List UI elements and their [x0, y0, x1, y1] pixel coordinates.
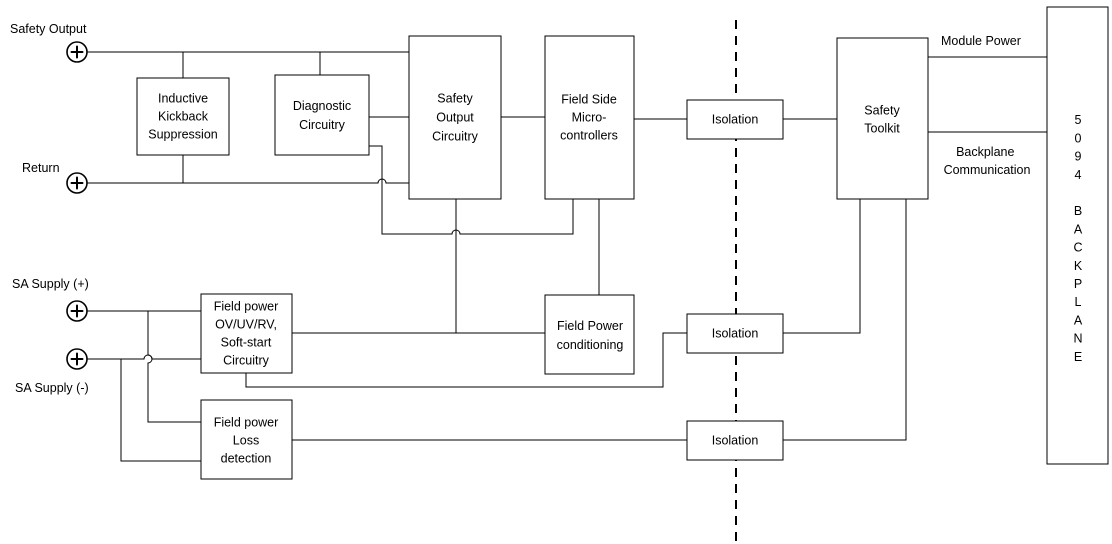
safety-output-circuitry-label-line: Circuitry — [432, 130, 479, 144]
field-side-microcontrollers-box — [544, 35, 635, 200]
safety-toolkit-box — [836, 37, 929, 200]
field-power-conditioning-label-line: conditioning — [557, 338, 624, 352]
field-power-conditioning-box — [544, 294, 635, 375]
module-power-label: Module Power — [941, 34, 1021, 48]
diagnostic-circuitry-box — [274, 74, 370, 156]
sa-supply-neg-label: SA Supply (-) — [15, 381, 89, 395]
field-power-protection-label-line: Circuitry — [223, 354, 270, 368]
isolation-top-label: Isolation — [712, 113, 759, 127]
isolation-bottom-box — [686, 420, 784, 461]
isolation-middle-box — [686, 313, 784, 354]
field-power-loss-label-line: Field power — [214, 416, 279, 430]
wire-diagnostic-feedback — [369, 145, 574, 235]
wire-iso-mid-to-toolkit — [783, 199, 861, 334]
safety-toolkit-label-line: Safety — [864, 104, 900, 118]
backplane-label-line: P — [1074, 277, 1082, 291]
wire-return — [87, 178, 409, 184]
return-terminal-icon — [66, 172, 88, 194]
wires — [87, 51, 1047, 462]
safety-output-circuitry-label-line: Safety — [437, 92, 473, 106]
blocks — [136, 6, 1109, 480]
backplane-label-line: 0 — [1075, 131, 1082, 145]
isolation-top-box — [686, 99, 784, 140]
field-side-microcontrollers-label-line: controllers — [560, 129, 618, 143]
inductive-kickback-label-line: Inductive — [158, 92, 208, 106]
field-power-protection-label-line: Field power — [214, 300, 279, 314]
isolation-bottom-label-line: Isolation — [712, 434, 759, 448]
wire-iso-bottom-to-toolkit — [783, 199, 907, 441]
backplane-label-line: C — [1073, 241, 1082, 255]
backplane-label-line: 4 — [1075, 168, 1082, 182]
field-power-loss-box — [200, 399, 293, 480]
backplane-label-line: 9 — [1075, 150, 1082, 164]
isolation-middle-label: Isolation — [712, 327, 759, 341]
field-side-microcontrollers-label-line: Micro- — [572, 111, 607, 125]
isolation-top-label-line: Isolation — [712, 113, 759, 127]
safety-toolkit-label-line: Toolkit — [864, 122, 900, 136]
wire-sa-supply-neg — [87, 354, 201, 360]
field-side-microcontrollers-label-line: Field Side — [561, 93, 617, 107]
backplane-label-line: A — [1074, 313, 1083, 327]
safety-output-terminal-icon — [66, 41, 88, 63]
sa-supply-pos-terminal-icon — [66, 300, 88, 322]
wire-protection-to-iso-mid — [245, 332, 687, 388]
field-power-protection-label-line: OV/UV/RV, — [215, 318, 277, 332]
backplane-label-line: N — [1073, 332, 1082, 346]
field-power-protection-box — [200, 293, 293, 374]
diagnostic-circuitry-label-line: Diagnostic — [293, 99, 351, 113]
backplane-label-line: L — [1075, 295, 1082, 309]
sa-supply-pos-label: SA Supply (+) — [12, 277, 89, 291]
safety-output-circuitry-label-line: Output — [436, 111, 474, 125]
return-label: Return — [22, 161, 60, 175]
wire-pos-to-loss — [147, 311, 201, 423]
backplane-label-line: A — [1074, 222, 1083, 236]
safety-output-circuitry-box — [408, 35, 502, 200]
inductive-kickback-label-line: Kickback — [158, 110, 209, 124]
terminals — [66, 41, 88, 370]
wire-neg-to-loss — [120, 359, 201, 462]
isolation-middle-label-line: Isolation — [712, 327, 759, 341]
backplane-label-line: 5 — [1075, 113, 1082, 127]
field-power-loss-label-line: detection — [221, 452, 272, 466]
field-power-protection-label-line: Soft-start — [221, 336, 272, 350]
backplane-box — [1046, 6, 1109, 465]
isolation-bottom-label: Isolation — [712, 434, 759, 448]
inductive-kickback-box — [136, 77, 230, 156]
diagnostic-circuitry-label-line: Circuitry — [299, 118, 346, 132]
inductive-kickback-label-line: Suppression — [148, 128, 218, 142]
backplane-label-line: E — [1074, 350, 1082, 364]
backplane-communication-label: Backplane Communication — [944, 145, 1031, 177]
field-power-conditioning-label-line: Field Power — [557, 319, 623, 333]
backplane-label-line: K — [1074, 259, 1083, 273]
backplane-label-line: B — [1074, 204, 1082, 218]
sa-supply-neg-terminal-icon — [66, 348, 88, 370]
field-power-loss-label-line: Loss — [233, 434, 259, 448]
field-power-conditioning-label: Field Power conditioning — [557, 319, 624, 352]
safety-output-label: Safety Output — [10, 22, 87, 36]
